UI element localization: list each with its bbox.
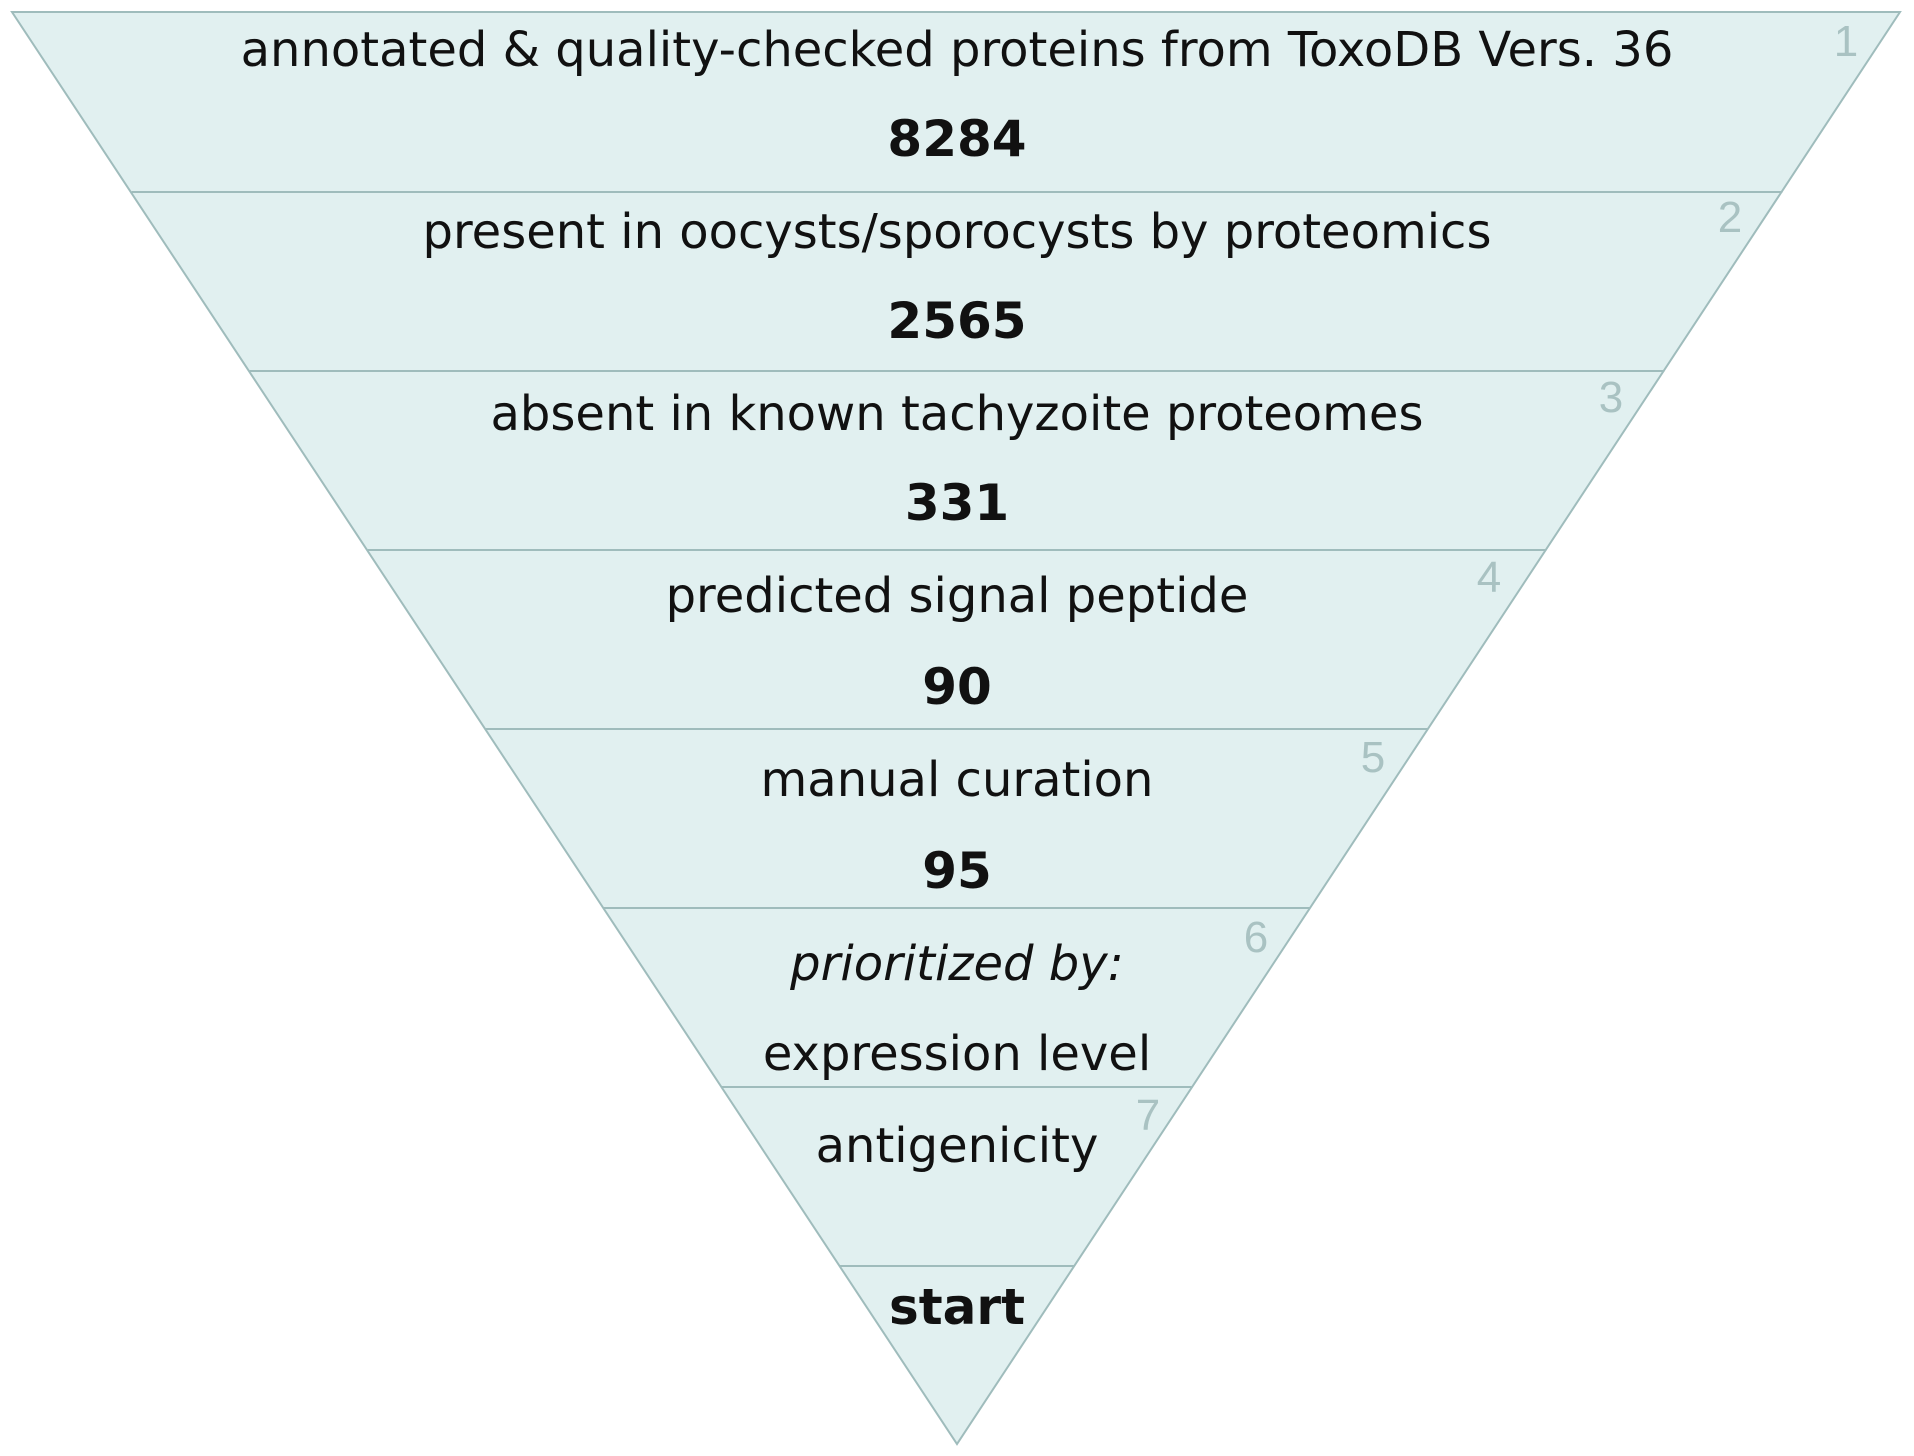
stage-4-count: 90 [922,658,992,716]
stage-1-number: 1 [1834,17,1858,66]
stage-2-count: 2565 [887,292,1026,350]
stage-3-label: absent in known tachyzoite proteomes [491,386,1424,442]
stage-4-label: predicted signal peptide [666,568,1249,624]
stage-1-count: 8284 [887,110,1026,168]
stage-7-number: 7 [1136,1091,1160,1140]
stage-2-number: 2 [1718,193,1742,242]
stage-6-number: 6 [1244,913,1268,962]
final-start-label: start [889,1278,1025,1336]
stage-6-label: prioritized by: [789,936,1124,992]
stage-6-detail: expression level [763,1026,1151,1082]
stage-4-number: 4 [1477,553,1501,602]
stage-3-number: 3 [1599,373,1623,422]
stage-5-number: 5 [1361,733,1385,782]
stage-5-count: 95 [922,842,992,900]
stage-2-label: present in oocysts/sporocysts by proteom… [423,204,1492,260]
stage-dividers [131,191,1783,1267]
stage-7-label: antigenicity [816,1118,1099,1174]
stage-3-count: 331 [905,474,1009,532]
stage-5-label: manual curation [761,752,1154,808]
stage-1-label: annotated & quality-checked proteins fro… [241,22,1674,78]
